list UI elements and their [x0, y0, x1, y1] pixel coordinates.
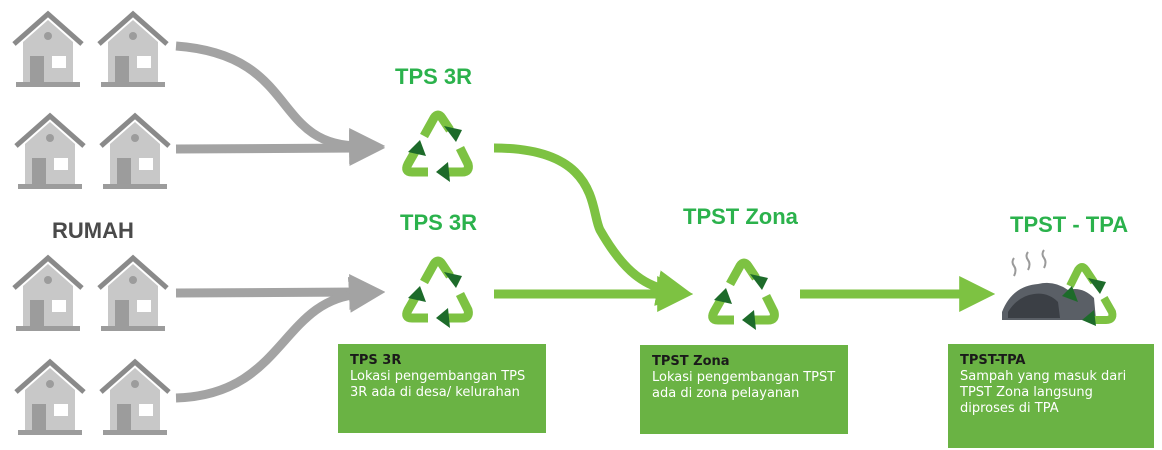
- arrow-house4-tps3r-bottom: [175, 276, 386, 403]
- info-box-title: TPST Zona: [652, 354, 730, 369]
- tps3r-bottom-label: TPS 3R: [400, 210, 478, 235]
- recycle-icon: [708, 258, 779, 330]
- info-box-body: Lokasi pengembangan TPST ada di zona pel…: [652, 370, 836, 401]
- house-icon: [14, 112, 86, 189]
- arrow-house1-tps3r-top: [175, 41, 386, 164]
- house-icon: [99, 358, 171, 435]
- arrow-house2-tps3r-top: [175, 130, 386, 167]
- house-icon: [12, 254, 84, 331]
- info-box-title: TPST-TPA: [960, 353, 1026, 368]
- arrow-tps3r-top-tpst-zona: [493, 143, 693, 306]
- info-box-body: Lokasi pengembangan TPS 3R ada di desa/ …: [350, 369, 526, 400]
- tpst-zona-label: TPST Zona: [683, 204, 798, 229]
- info-box-tpst-zona: TPST Zona Lokasi pengembangan TPST ada d…: [640, 345, 848, 434]
- arrow-house3-tps3r-bottom: [175, 274, 386, 311]
- house-icon: [97, 254, 169, 331]
- info-box-tpst-tpa: TPST-TPA Sampah yang masuk dari TPST Zon…: [948, 344, 1154, 448]
- house-icon: [12, 10, 84, 87]
- recycle-icon: [402, 110, 473, 182]
- info-box-body: Sampah yang masuk dari TPST Zona langsun…: [960, 369, 1127, 416]
- house-icon: [97, 10, 169, 87]
- tps3r-top-label: TPS 3R: [395, 64, 473, 89]
- houses-label: RUMAH: [52, 218, 134, 243]
- house-icon: [14, 358, 86, 435]
- info-box-tps3r: TPS 3R Lokasi pengembangan TPS 3R ada di…: [338, 344, 546, 433]
- info-box-title: TPS 3R: [350, 353, 402, 368]
- recycle-icon: [402, 256, 473, 328]
- house-icon: [99, 112, 171, 189]
- landfill-recycle-icon: [1002, 249, 1117, 326]
- tpst-tpa-label: TPST - TPA: [1010, 212, 1129, 237]
